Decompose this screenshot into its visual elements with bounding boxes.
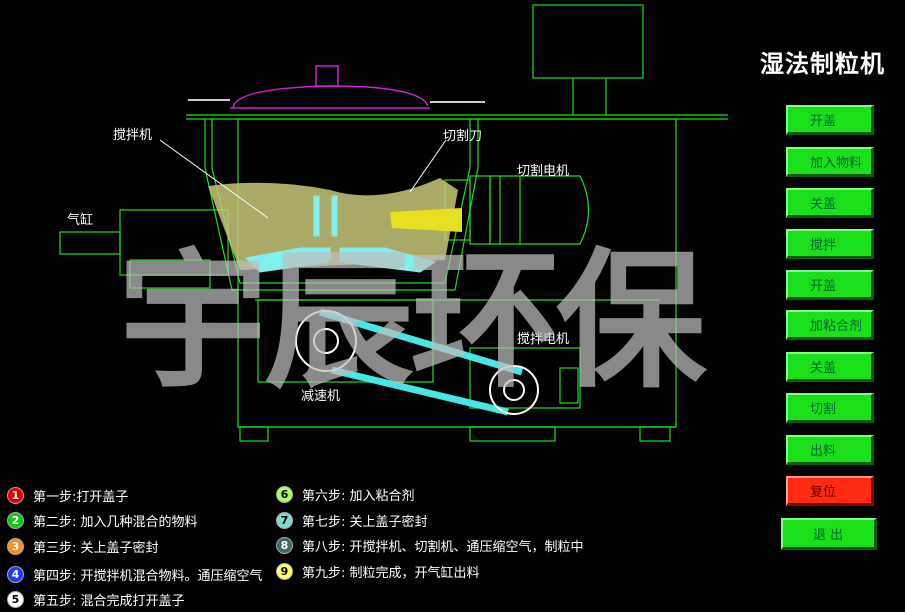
reset-button[interactable]: 复位 <box>786 476 874 506</box>
step-8: 8 第八步: 开搅拌机、切割机、通压缩空气，制粒中 <box>276 536 584 555</box>
step-2: 2 第二步: 加入几种混合的物料 <box>7 511 198 530</box>
add-material-button[interactable]: 加入物料 <box>786 147 874 177</box>
discharge-button[interactable]: 出料 <box>786 435 874 465</box>
step-6-text: 第六步: 加入粘合剂 <box>302 489 415 504</box>
stir-button[interactable]: 搅拌 <box>786 229 874 259</box>
step-3: 3 第三步: 关上盖子密封 <box>7 537 159 556</box>
step-1: 1 第一步:打开盖子 <box>7 486 128 505</box>
step-3-text: 第三步: 关上盖子密封 <box>33 541 159 556</box>
close-lid-button-2[interactable]: 关盖 <box>786 352 874 382</box>
step-2-badge: 2 <box>7 512 24 529</box>
step-4-text: 第四步: 开搅拌机混合物料。通压缩空气 <box>33 569 263 584</box>
step-9-badge: 9 <box>276 563 293 580</box>
step-3-badge: 3 <box>7 538 24 555</box>
step-7-text: 第七步: 关上盖子密封 <box>302 515 428 530</box>
label-reducer: 减速机 <box>301 389 341 404</box>
label-agitator: 搅拌机 <box>113 128 153 143</box>
open-lid-button[interactable]: 开盖 <box>786 105 874 135</box>
step-7-badge: 7 <box>276 512 293 529</box>
step-5-badge: 5 <box>7 591 24 608</box>
step-8-text: 第八步: 开搅拌机、切割机、通压缩空气，制粒中 <box>302 540 584 555</box>
step-1-text: 第一步:打开盖子 <box>33 490 129 505</box>
step-8-badge: 8 <box>276 537 293 554</box>
label-cylinder: 气缸 <box>67 213 94 228</box>
label-agitator-motor: 搅拌电机 <box>517 332 570 347</box>
step-9: 9 第九步: 制粒完成，开气缸出料 <box>276 562 480 581</box>
close-lid-button[interactable]: 关盖 <box>786 188 874 218</box>
add-binder-button[interactable]: 加粘合剂 <box>786 310 874 340</box>
step-5-text: 第五步: 混合完成打开盖子 <box>33 594 185 609</box>
step-4: 4 第四步: 开搅拌机混合物料。通压缩空气 <box>7 565 263 584</box>
cut-button[interactable]: 切割 <box>786 393 874 423</box>
step-7: 7 第七步: 关上盖子密封 <box>276 511 428 530</box>
step-5: 5 第五步: 混合完成打开盖子 <box>7 590 185 609</box>
step-2-text: 第二步: 加入几种混合的物料 <box>33 515 198 530</box>
open-lid-button-2[interactable]: 开盖 <box>786 270 874 300</box>
page-title: 湿法制粒机 <box>760 50 885 78</box>
step-6: 6 第六步: 加入粘合剂 <box>276 485 415 504</box>
step-1-badge: 1 <box>7 487 24 504</box>
exit-button[interactable]: 退 出 <box>781 518 877 550</box>
label-cutter-motor: 切割电机 <box>517 164 570 179</box>
step-4-badge: 4 <box>7 566 24 583</box>
step-6-badge: 6 <box>276 486 293 503</box>
step-9-text: 第九步: 制粒完成，开气缸出料 <box>302 566 480 581</box>
label-cutter: 切割刀 <box>443 129 483 144</box>
